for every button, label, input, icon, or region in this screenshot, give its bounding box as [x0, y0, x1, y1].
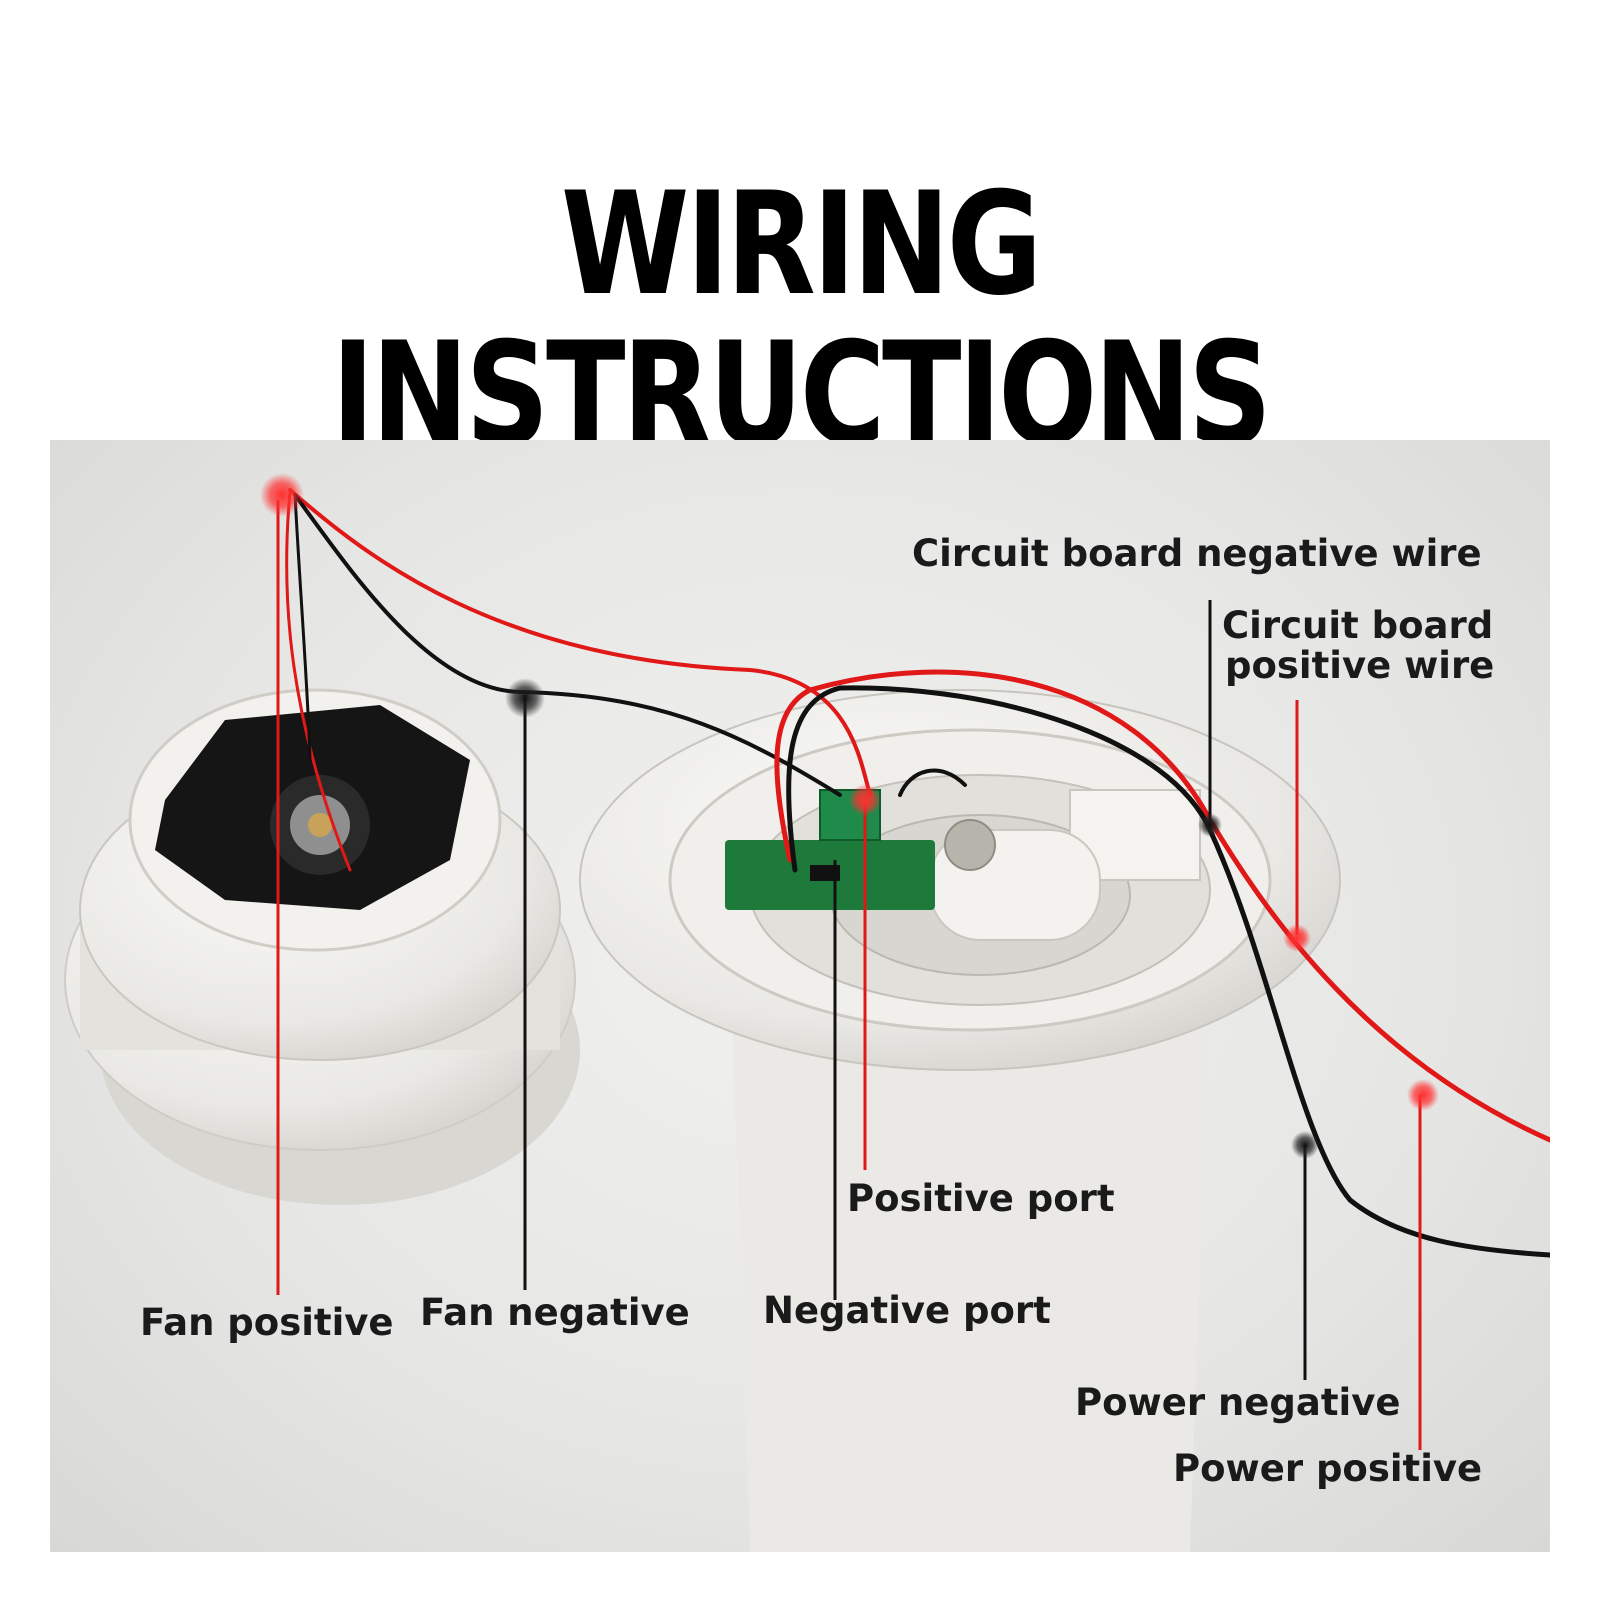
label-power-positive: Power positive [1173, 1447, 1483, 1490]
red-dot-marker [1283, 924, 1311, 952]
leader-lines [276, 500, 1422, 1450]
red-dot-marker [849, 784, 881, 816]
fan-illustration [64, 473, 1550, 1552]
label-circuit-board-positive-wire-line2: positive wire [1225, 644, 1495, 687]
right-fan-unit [579, 689, 1341, 1552]
black-dot-marker [505, 678, 545, 718]
left-fan-unit [64, 688, 580, 1205]
label-fan-positive: Fan positive [140, 1301, 394, 1344]
page-title: WIRING INSTRUCTIONS [331, 162, 1272, 477]
red-dot-marker [260, 473, 304, 517]
markers [260, 473, 1439, 1159]
label-circuit-board-negative-wire: Circuit board negative wire [912, 532, 1482, 575]
label-positive-port: Positive port [847, 1177, 1115, 1220]
label-power-negative: Power negative [1075, 1381, 1401, 1424]
wiring-photo: Circuit board negative wire Circuit boar… [50, 440, 1550, 1552]
label-circuit-board-positive-wire-line1: Circuit board [1222, 604, 1494, 647]
black-dot-marker [1198, 813, 1222, 837]
label-fan-negative: Fan negative [420, 1291, 690, 1334]
black-dot-marker [1291, 1131, 1319, 1159]
label-negative-port: Negative port [763, 1289, 1051, 1332]
red-dot-marker [1407, 1079, 1439, 1111]
